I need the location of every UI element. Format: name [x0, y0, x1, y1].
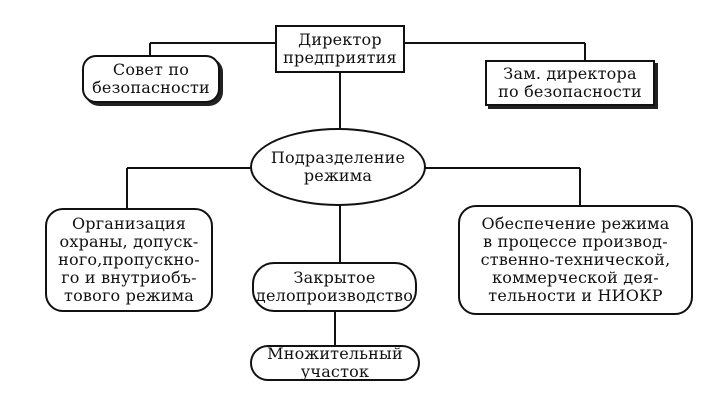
security-council-box: Совет по безопасности — [82, 55, 220, 103]
copying-section-box: Множительный участок — [250, 345, 420, 381]
regime-division-ellipse: Подразделение режима — [250, 128, 426, 206]
guard-organization-box: Организация охраны, допуск- ного,пропуск… — [45, 208, 213, 312]
director-box: Директор предприятия — [275, 25, 405, 73]
closed-records-box: Закрытое делопроизводство — [252, 262, 417, 312]
deputy-director-box: Зам. директора по безопасности — [485, 60, 655, 106]
regime-support-box: Обеспечение режима в процессе производ- … — [458, 205, 693, 315]
